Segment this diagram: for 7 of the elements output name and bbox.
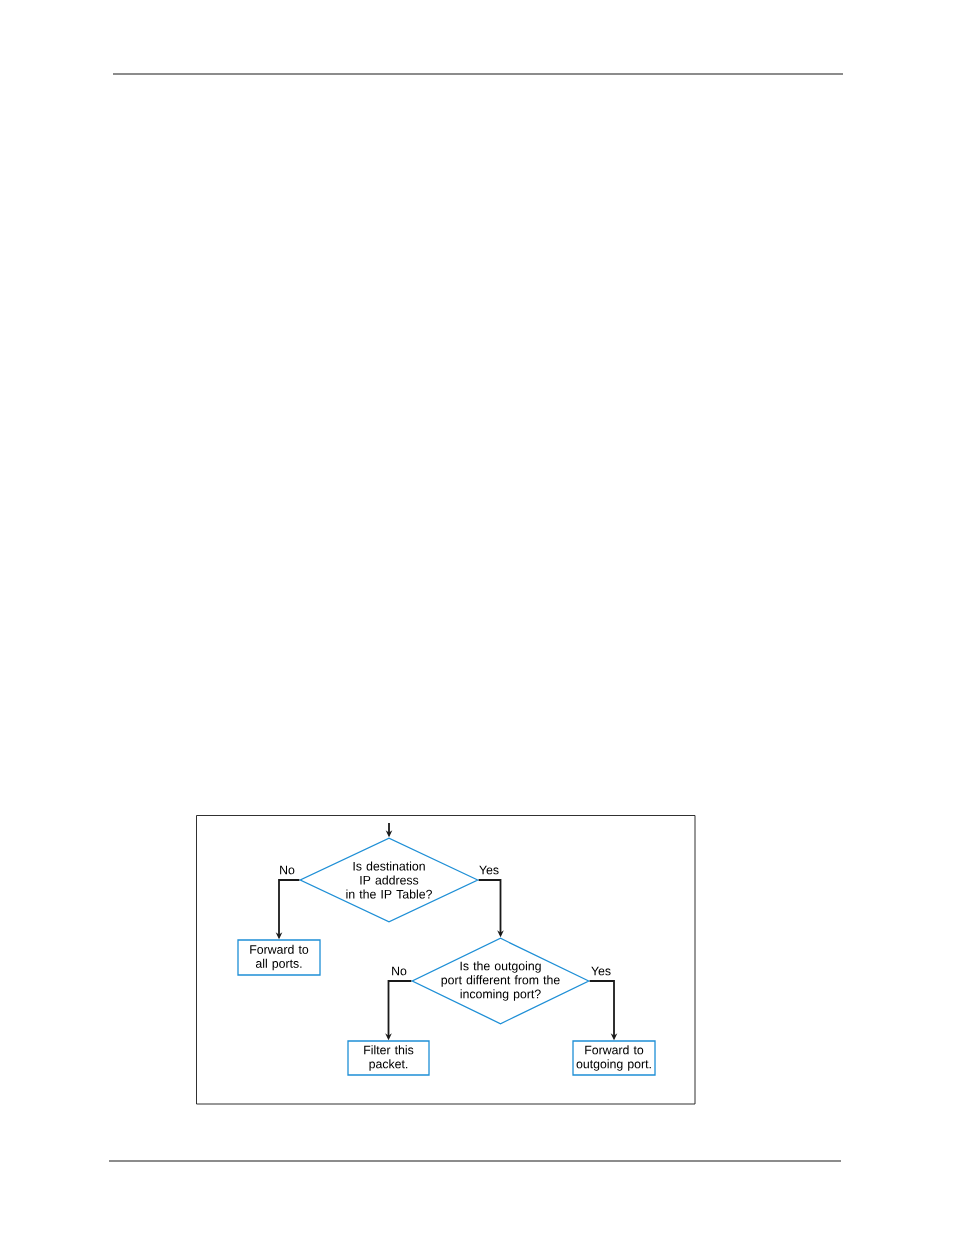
edge-label: Yes bbox=[477, 864, 501, 876]
edge-label: No bbox=[390, 965, 408, 977]
edge-label: Yes bbox=[589, 965, 613, 977]
process-box: Forward to all ports. bbox=[237, 939, 321, 976]
process-box: Filter this packet. bbox=[347, 1040, 430, 1076]
process-box: Forward to outgoing port. bbox=[572, 1040, 656, 1076]
edge-label: No bbox=[278, 864, 296, 876]
